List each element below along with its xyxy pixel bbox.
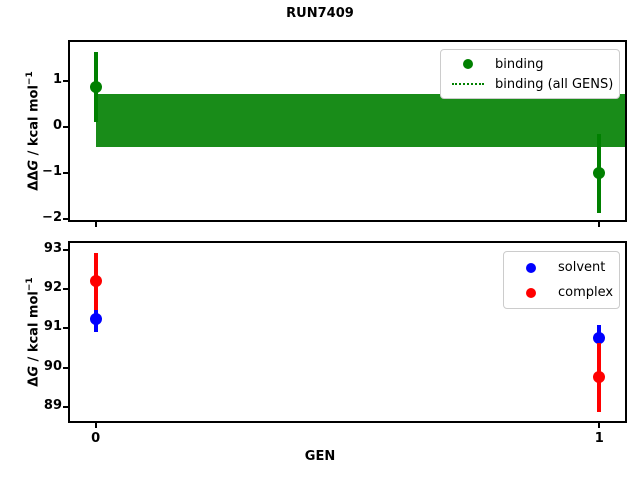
legend-bottom: solvent complex — [503, 251, 621, 309]
legend-item-complex: complex — [511, 280, 613, 305]
marker-binding — [593, 167, 606, 180]
x-tick-label: 0 — [91, 431, 101, 446]
y-tick — [63, 80, 68, 83]
axes-box-bottom — [68, 241, 627, 423]
legend-item-solvent: solvent — [511, 255, 613, 280]
legend-label-binding: binding — [495, 56, 544, 72]
legend-handle — [511, 262, 551, 273]
marker-solvent — [593, 332, 606, 345]
figure-title: RUN7409 — [286, 6, 354, 21]
x-tick — [598, 423, 601, 428]
y-tick — [63, 366, 68, 369]
y-tick-label: 89 — [43, 397, 62, 413]
y-tick-label: 0 — [52, 118, 62, 134]
legend-item-binding-all-gens: binding (all GENS) — [448, 74, 613, 94]
marker-solvent — [89, 312, 102, 325]
legend-handle — [448, 83, 488, 85]
marker-binding — [89, 81, 102, 94]
y-tick — [63, 327, 68, 330]
legend-label-binding-all-gens: binding (all GENS) — [495, 76, 614, 92]
y-tick-label: 90 — [43, 358, 62, 374]
solvent-dot-icon — [526, 262, 536, 273]
legend-label-solvent: solvent — [558, 260, 606, 275]
x-tick — [598, 222, 601, 227]
y-tick — [63, 172, 68, 175]
ylabel-prefix: Δ — [26, 376, 42, 387]
y-tick-label: 91 — [43, 319, 62, 335]
x-axis-label: GEN — [304, 449, 336, 464]
confidence-band — [95, 93, 625, 147]
binding-dot-icon — [463, 59, 473, 69]
y-tick-label: 93 — [43, 241, 62, 257]
y-tick-label: 1 — [52, 72, 62, 88]
axes-box-top — [68, 40, 627, 222]
y-tick-label: −1 — [42, 164, 62, 180]
complex-dot-icon — [526, 287, 536, 298]
y-tick — [63, 249, 68, 252]
dotted-line-icon — [452, 83, 484, 85]
y-tick — [63, 218, 68, 221]
legend-handle — [448, 59, 488, 69]
marker-complex — [593, 371, 606, 384]
legend-item-binding: binding — [448, 54, 613, 74]
marker-complex — [89, 275, 102, 288]
x-tick — [94, 222, 97, 227]
y-tick — [63, 405, 68, 408]
y-tick-label: 92 — [43, 280, 62, 296]
y-tick — [63, 126, 68, 129]
x-tick-label: 1 — [594, 431, 604, 446]
legend-label-complex: complex — [558, 285, 614, 300]
x-tick — [94, 423, 97, 428]
y-tick — [63, 288, 68, 291]
y-tick-label: −2 — [42, 210, 62, 226]
legend-top: binding binding (all GENS) — [440, 49, 621, 99]
legend-handle — [511, 287, 551, 298]
